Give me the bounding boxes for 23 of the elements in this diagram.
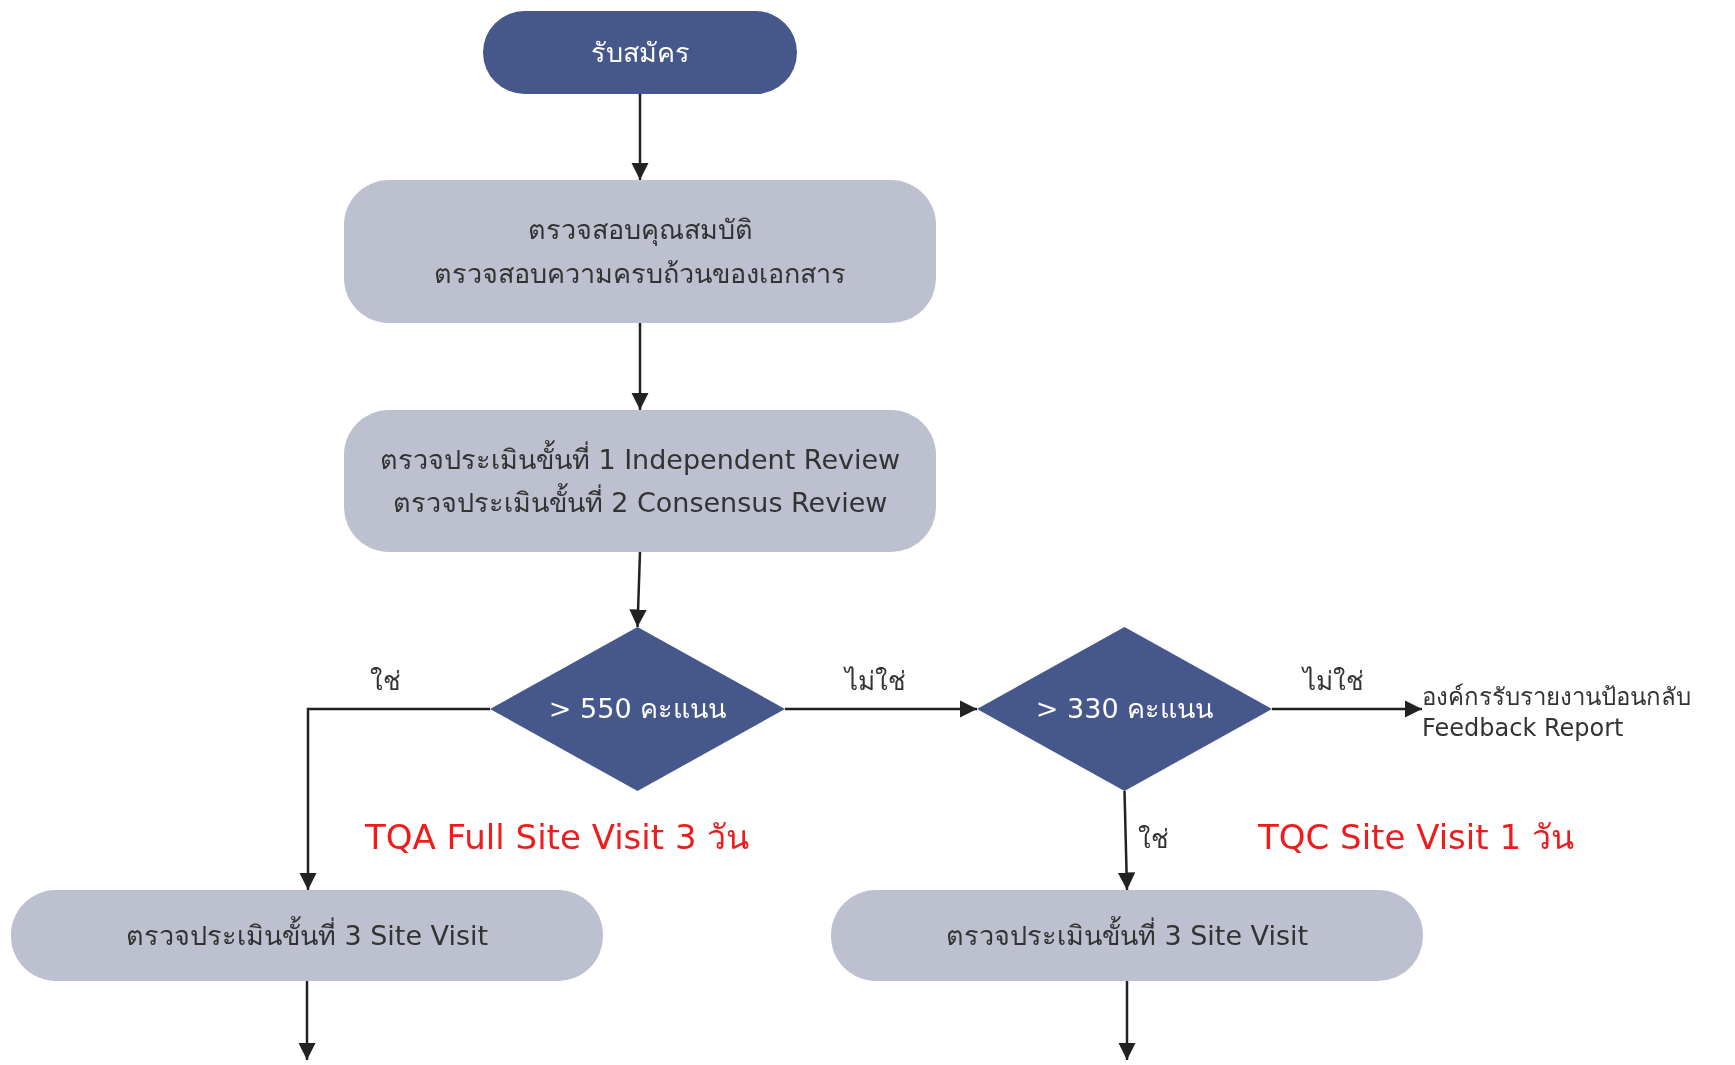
- arrow: [631, 94, 649, 180]
- arrow: [299, 707, 490, 890]
- process-box: [344, 410, 936, 552]
- node-text: ตรวจประเมินขั้นที่ 3 Site Visit: [125, 913, 489, 958]
- arrow: [631, 323, 649, 410]
- node-text: > 550 คะแนน: [548, 692, 727, 727]
- node-text: ตรวจประเมินขั้นที่ 1 Independent Review: [379, 437, 901, 481]
- decision-diamond: [977, 627, 1272, 791]
- node-text: > 330 คะแนน: [1035, 692, 1214, 727]
- node-text: ตรวจประเมินขั้นที่ 2 Consensus Review: [392, 481, 888, 525]
- arrow: [1117, 790, 1136, 891]
- node-text: ตรวจสอบความครบถ้วนของเอกสาร: [434, 256, 846, 291]
- node-text: รับสมัคร: [590, 35, 690, 70]
- process-box: [344, 180, 936, 323]
- result-text: องค์กรรับรายงานป้อนกลับ Feedback Report: [1422, 676, 1734, 750]
- decision-diamond: [490, 627, 785, 791]
- node-text: ตรวจสอบคุณสมบัติ: [527, 213, 753, 248]
- node-text: ตรวจประเมินขั้นที่ 3 Site Visit: [945, 913, 1309, 958]
- arrow: [629, 551, 647, 628]
- arrow: [1272, 700, 1422, 718]
- arrow: [785, 700, 977, 718]
- arrow: [1118, 981, 1136, 1060]
- arrow: [298, 981, 316, 1060]
